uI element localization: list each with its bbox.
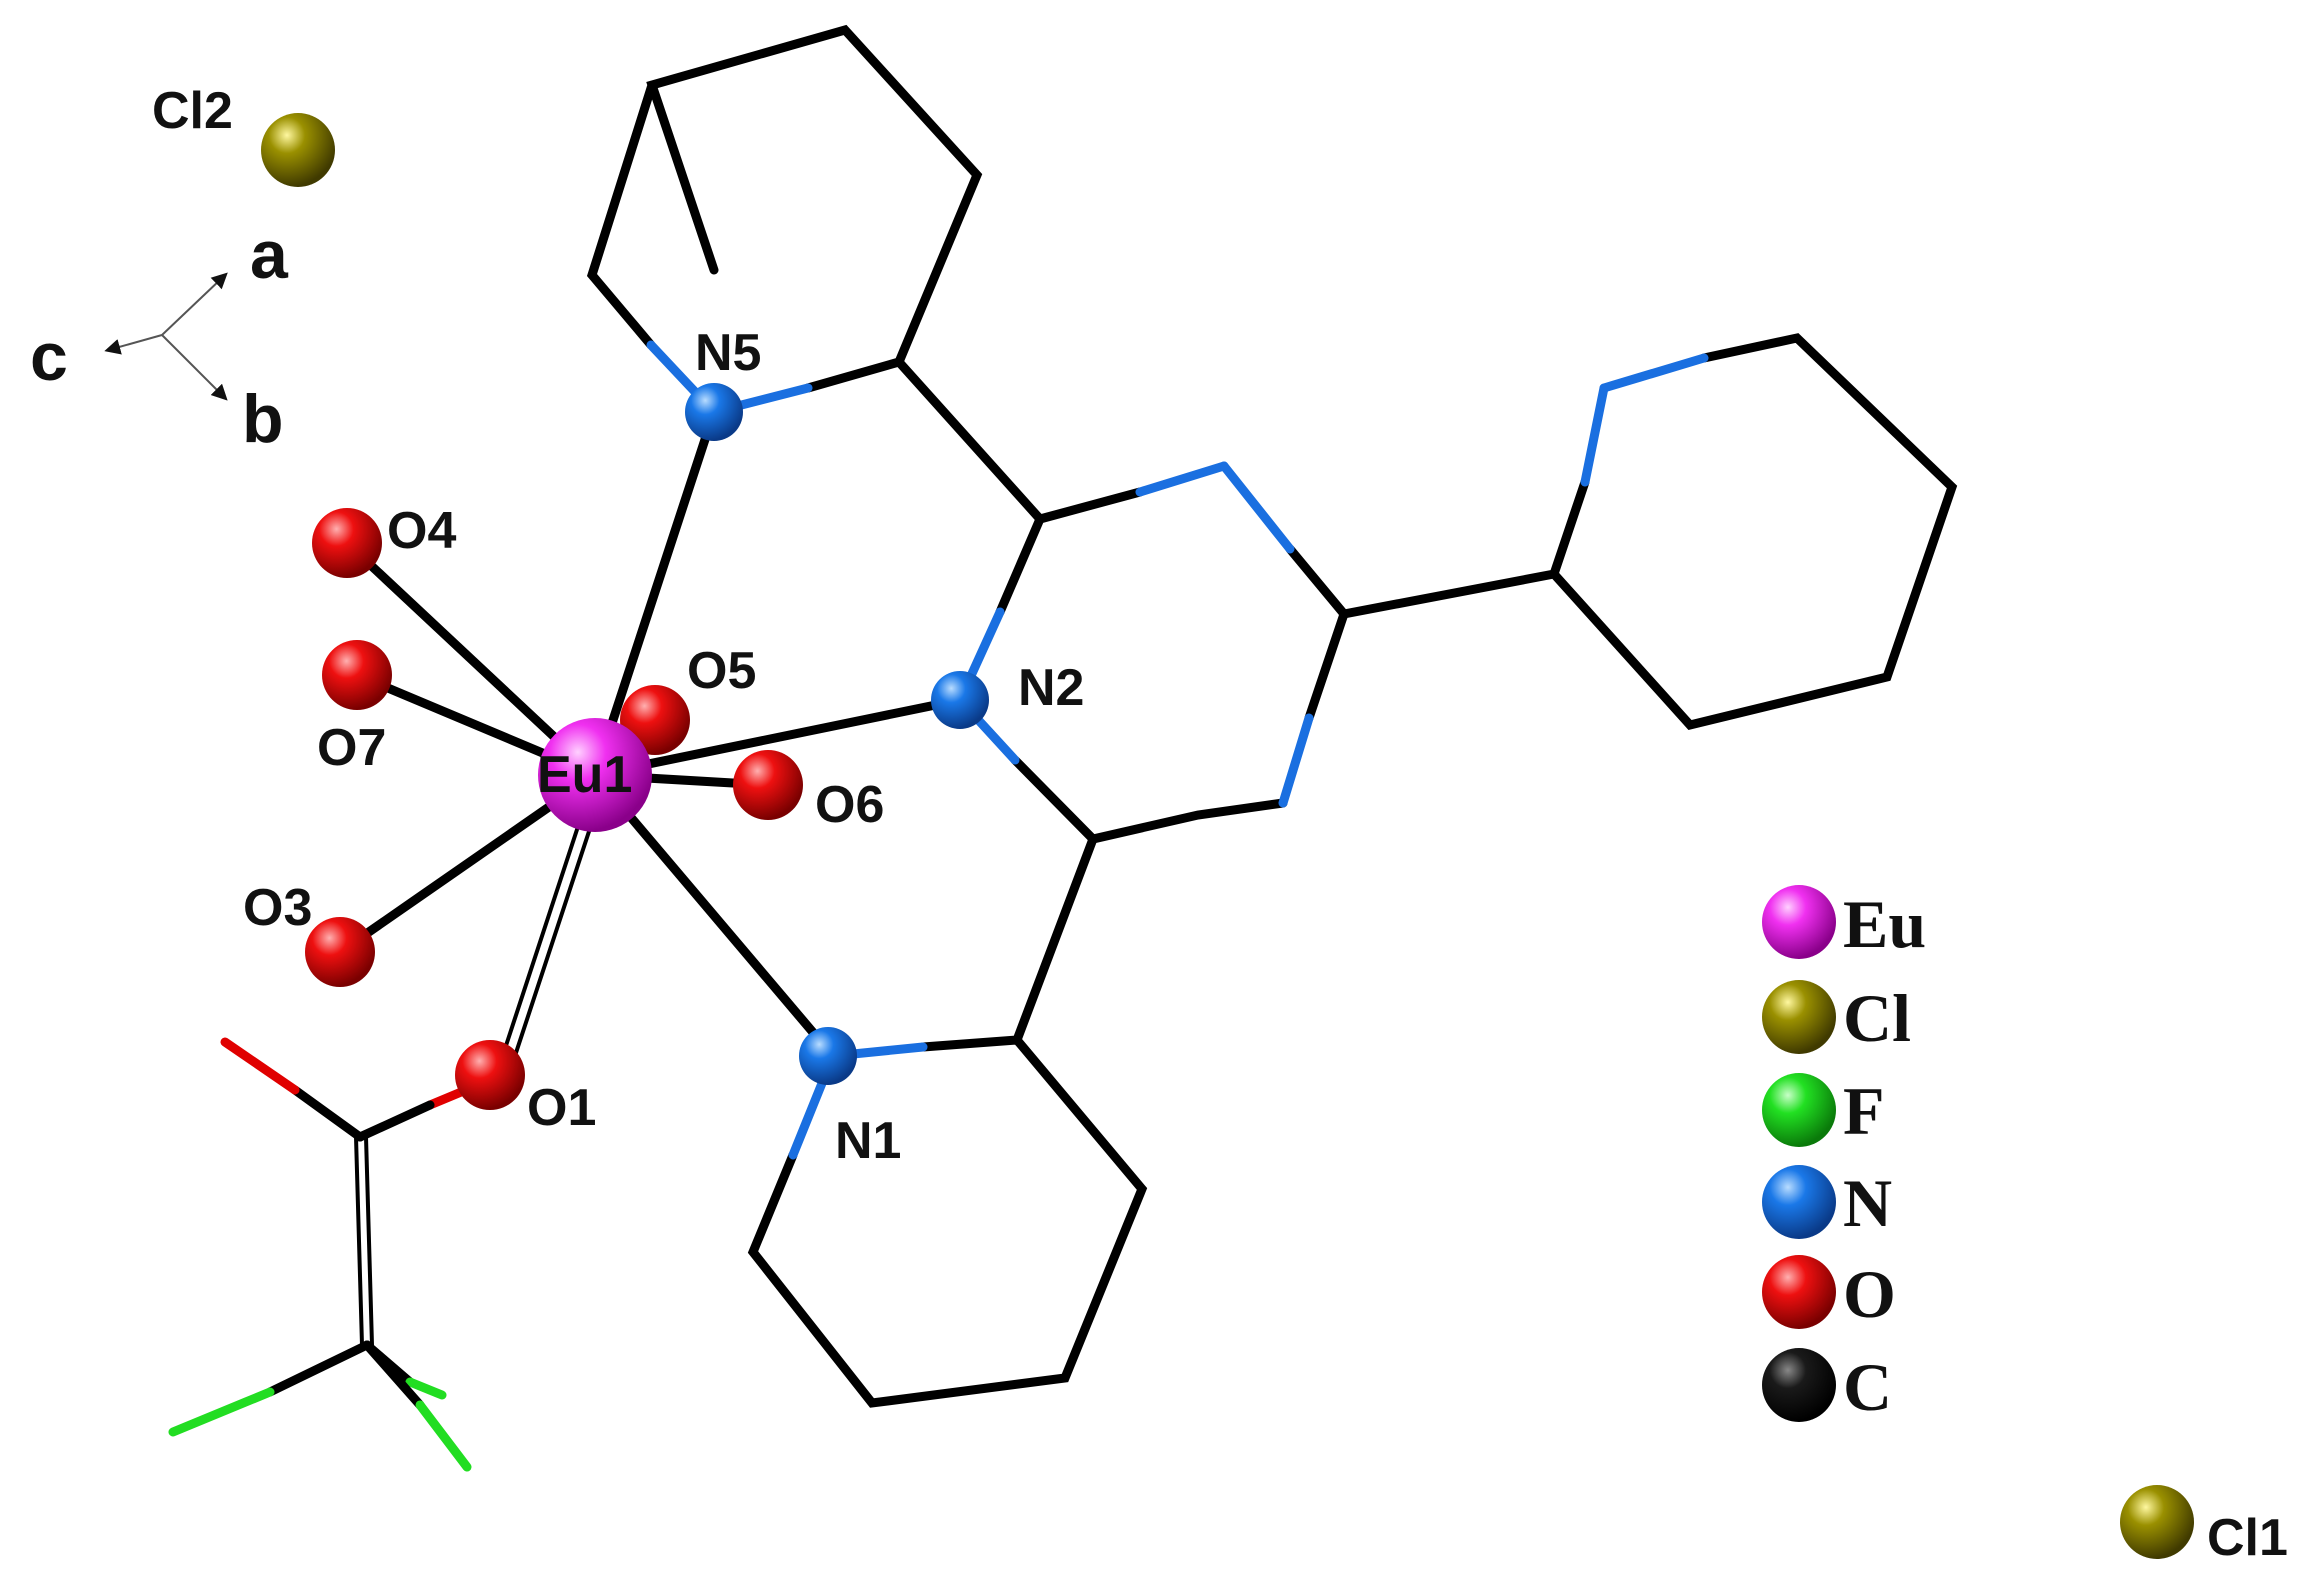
atom-o3 bbox=[305, 917, 375, 987]
axis-a-label: a bbox=[250, 217, 289, 293]
atoms bbox=[261, 113, 2194, 1559]
label-o4: O4 bbox=[387, 502, 456, 560]
atom-n2 bbox=[931, 671, 989, 729]
ring-n5-carbon-bonds bbox=[586, 24, 983, 393]
legend-label-n: N bbox=[1843, 1165, 1892, 1241]
atom-o1 bbox=[455, 1040, 525, 1110]
legend-label-cl: Cl bbox=[1843, 980, 1911, 1056]
ring-right-carbon-bonds bbox=[1339, 333, 1958, 731]
label-n1: N1 bbox=[835, 1112, 901, 1170]
atom-cl2 bbox=[261, 113, 335, 187]
legend-item-o: O bbox=[1762, 1255, 1896, 1332]
label-n2: N2 bbox=[1018, 659, 1084, 717]
bond-ring-n-top2 bbox=[1219, 461, 1295, 554]
atom-o4 bbox=[312, 508, 382, 578]
axis-c-label: c bbox=[30, 319, 68, 395]
bond-cf3-f1-a bbox=[265, 1340, 372, 1397]
bond-cf3-f3-b bbox=[415, 1400, 472, 1472]
trifluoroacetate-group bbox=[168, 1037, 495, 1472]
label-o6: O6 bbox=[815, 776, 884, 834]
bond-cf3-f1-b bbox=[168, 1387, 275, 1437]
legend-swatch-o bbox=[1762, 1255, 1836, 1329]
bond-cf3-f2-b bbox=[405, 1377, 447, 1400]
label-cl2: Cl2 bbox=[152, 82, 233, 140]
bond-cf3-f3-a bbox=[362, 1340, 425, 1410]
ring-central-carbon-bonds bbox=[894, 357, 1350, 844]
legend-swatch-n bbox=[1762, 1165, 1836, 1239]
legend-item-cl: Cl bbox=[1762, 980, 1911, 1056]
label-o7: O7 bbox=[317, 719, 386, 777]
atom-labels: Cl2 Cl1 O4 O7 O5 O6 O3 O1 Eu1 N5 N2 N1 bbox=[152, 82, 2288, 1567]
bond-eu-n1 bbox=[590, 770, 838, 1061]
label-o3: O3 bbox=[243, 879, 312, 937]
bond-eu-o1 bbox=[495, 788, 592, 1075]
axis-a-line bbox=[161, 272, 228, 336]
bond-carboxyl-o-a bbox=[290, 1085, 365, 1142]
atom-o7 bbox=[322, 640, 392, 710]
label-cl1: Cl1 bbox=[2207, 1509, 2288, 1567]
label-o1: O1 bbox=[527, 1079, 596, 1137]
axis-b-label: b bbox=[242, 381, 284, 457]
bond-eu-n2 bbox=[590, 695, 965, 780]
atom-cl1 bbox=[2120, 1485, 2194, 1559]
legend-label-f: F bbox=[1843, 1073, 1885, 1149]
bond-right-n-a bbox=[1580, 383, 1609, 487]
bond-ring-n-top bbox=[1135, 461, 1229, 497]
bond-right-n-b bbox=[1599, 353, 1709, 393]
bond-eu-o1-b bbox=[506, 790, 604, 1079]
atom-n5 bbox=[685, 383, 743, 441]
legend-label-c: C bbox=[1843, 1349, 1892, 1425]
legend-swatch-c bbox=[1762, 1348, 1836, 1422]
atom-o6 bbox=[733, 750, 803, 820]
bond-carboxyl-c bbox=[355, 1100, 435, 1142]
ring-n1-carbon-bonds bbox=[747, 834, 1148, 1408]
element-legend: Eu Cl F N O C bbox=[1762, 885, 1926, 1425]
bond-c-cf3-b bbox=[364, 1135, 374, 1347]
legend-label-eu: Eu bbox=[1843, 886, 1926, 962]
legend-label-o: O bbox=[1843, 1256, 1896, 1332]
bond-carboxyl-o-b bbox=[220, 1037, 300, 1095]
axis-triad: a b c bbox=[30, 217, 289, 457]
bond-network bbox=[586, 24, 1958, 1408]
legend-item-f: F bbox=[1762, 1073, 1885, 1149]
legend-item-eu: Eu bbox=[1762, 885, 1926, 962]
axis-b-line bbox=[161, 334, 228, 401]
label-o5: O5 bbox=[687, 642, 756, 700]
label-eu1: Eu1 bbox=[537, 746, 632, 804]
atom-eu1 bbox=[538, 718, 652, 832]
atom-n1 bbox=[799, 1027, 857, 1085]
label-n5: N5 bbox=[695, 324, 761, 382]
bond-c-cf3-a bbox=[354, 1135, 364, 1347]
legend-item-c: C bbox=[1762, 1348, 1892, 1425]
legend-swatch-f bbox=[1762, 1073, 1836, 1147]
legend-swatch-cl bbox=[1762, 980, 1836, 1054]
legend-item-n: N bbox=[1762, 1165, 1892, 1241]
bond-eu-n5 bbox=[590, 407, 719, 780]
legend-swatch-eu bbox=[1762, 885, 1836, 959]
axis-c-line bbox=[104, 334, 163, 355]
bond-ring-n-right bbox=[1278, 713, 1314, 808]
